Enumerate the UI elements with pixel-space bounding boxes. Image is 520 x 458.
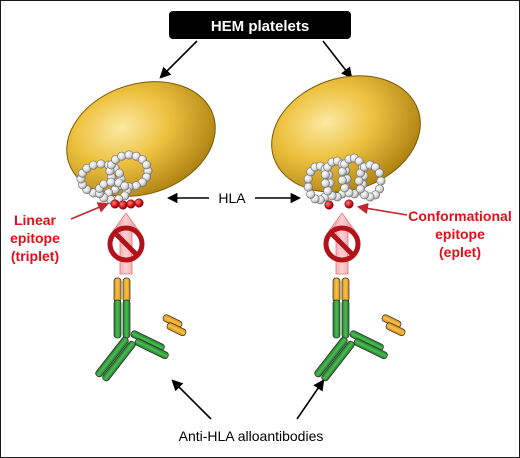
linear-epitope-line3: (triplet)	[11, 248, 59, 264]
antibody-icon	[95, 277, 187, 382]
conformational-epitope-label: Conformational epitope (eplet)	[408, 208, 511, 260]
page-title: HEM platelets	[211, 18, 309, 35]
hla-molecule-icon	[303, 153, 386, 210]
linear-epitope-label: Linear epitope (triplet)	[10, 212, 60, 264]
hla-molecule-icon	[76, 150, 153, 210]
prohibition-icon	[107, 225, 145, 263]
platelet-icon	[66, 81, 216, 197]
hla-label: HLA	[218, 190, 246, 206]
linear-epitope-line1: Linear	[14, 212, 57, 228]
arrow-icon	[171, 379, 212, 420]
title-arrows	[159, 40, 353, 79]
conformational-epitope-line1: Conformational	[408, 208, 511, 224]
conformational-epitope-line2: epitope	[435, 226, 485, 242]
arrow-icon	[322, 40, 353, 79]
arrow-icon	[70, 202, 110, 220]
arrow-icon	[356, 202, 408, 216]
antibody-icon	[314, 277, 406, 382]
arrow-icon	[296, 379, 325, 420]
prohibition-icon	[323, 225, 361, 263]
blocked-binding-left	[107, 212, 145, 275]
antibodies-label: Anti-HLA alloantibodies	[179, 428, 324, 444]
blocked-binding-right	[323, 212, 361, 275]
hla-label-group: HLA	[166, 190, 302, 206]
arrow-icon	[159, 40, 198, 79]
title-box: HEM platelets	[169, 11, 351, 39]
conformational-epitope-line3: (eplet)	[439, 244, 481, 260]
linear-epitope-line2: epitope	[10, 230, 60, 246]
